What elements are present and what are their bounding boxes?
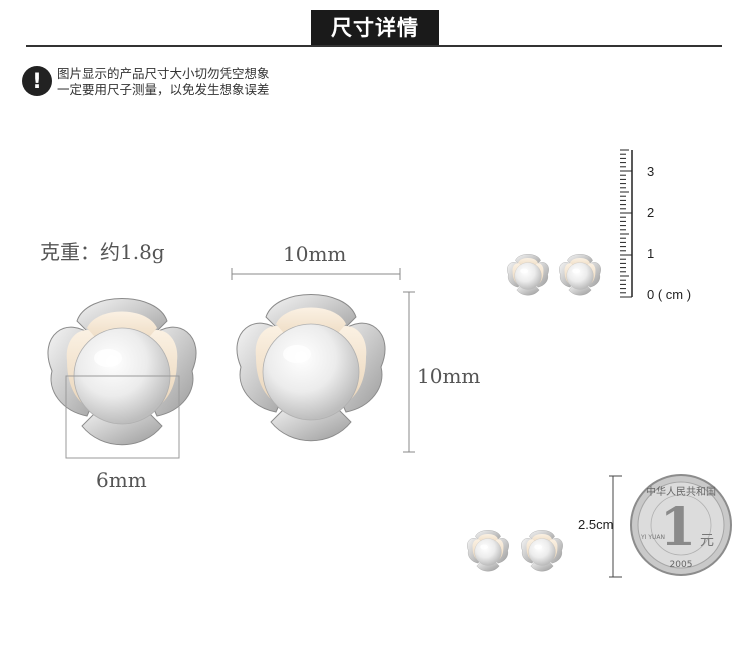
small-earring-3 (467, 530, 508, 571)
pearl-measure-box (65, 375, 180, 459)
coin-year: 2005 (670, 560, 693, 570)
ruler-tick-1: 1 (647, 246, 655, 261)
ruler-tick-3: 3 (647, 164, 655, 179)
small-earring-2 (559, 254, 600, 295)
coin-denomination: 1 (660, 497, 696, 558)
title-divider (26, 45, 722, 47)
notice-line-1: 图片显示的产品尺寸大小切勿凭空想象 (57, 66, 270, 81)
earring-left (47, 298, 197, 446)
exclamation-icon: ! (22, 66, 52, 96)
coin-pinyin: YI YUAN (640, 534, 665, 541)
coin: 中华人民共和国 1 元 YI YUAN 2005 (630, 474, 732, 576)
small-earring-1 (507, 254, 548, 295)
small-earring-4 (521, 530, 562, 571)
height-label: 10mm (417, 364, 481, 388)
size-notice: 图片显示的产品尺寸大小切勿凭空想象 一定要用尺子测量，以免发生想象误差 (57, 66, 270, 98)
coin-unit: 元 (700, 533, 714, 549)
coin-diameter-label: 2.5cm (578, 517, 614, 532)
pearl-size-label: 6mm (96, 468, 147, 492)
ruler (620, 149, 633, 298)
coin-top-text: 中华人民共和国 (646, 485, 716, 498)
width-label: 10mm (283, 242, 347, 266)
ruler-tick-2: 2 (647, 205, 655, 220)
ruler-tick-0: 0 ( cm ) (647, 287, 692, 302)
earring-right (236, 294, 386, 442)
notice-line-2: 一定要用尺子测量，以免发生想象误差 (57, 82, 270, 97)
page-title: 尺寸详情 (311, 10, 439, 46)
weight-label: 克重：约1.8g (40, 240, 165, 264)
